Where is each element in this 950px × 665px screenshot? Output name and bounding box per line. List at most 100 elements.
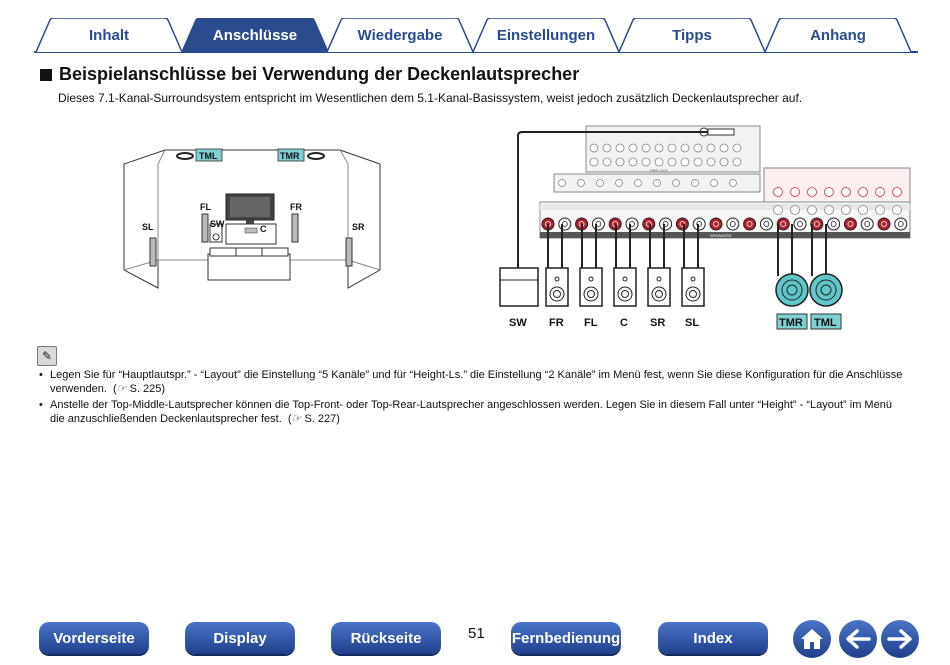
rueckseite-button[interactable]: Rückseite — [331, 622, 441, 654]
speaker-terminal — [726, 217, 740, 231]
woofer-cone — [587, 290, 595, 298]
speaker-terminal — [709, 217, 723, 231]
tab-wiedergabe[interactable]: Wiedergabe — [327, 18, 473, 52]
section-title: Beispielanschlüsse bei Verwendung der De… — [40, 64, 579, 85]
terminal-screw — [713, 221, 719, 227]
vorderseite-button[interactable]: Vorderseite — [39, 622, 149, 654]
home-icon — [801, 629, 823, 649]
subwoofer-box-icon — [499, 267, 539, 307]
forward-button[interactable] — [881, 620, 919, 658]
list-item: Legen Sie für “Hauptlautspr.” - “Layout”… — [38, 368, 908, 396]
preout-jack — [858, 205, 868, 215]
input-jack — [693, 157, 703, 167]
speaker-terminal — [759, 217, 773, 231]
tab-shape — [619, 18, 765, 52]
input-jack — [615, 157, 625, 167]
tab-shape — [765, 18, 911, 52]
speaker-label-sw: SW — [509, 317, 527, 329]
tab-inhalt[interactable]: Inhalt — [36, 18, 182, 52]
receiver-rear-panel: SPEAKERS PRE OUT — [539, 125, 911, 239]
input-jack — [680, 157, 690, 167]
input-jack — [667, 157, 677, 167]
tab-einstellungen[interactable]: Einstellungen — [473, 18, 619, 52]
sofa-icon — [207, 253, 291, 281]
speaker-label-c: C — [620, 317, 628, 329]
tab-tipps[interactable]: Tipps — [619, 18, 765, 52]
terminal-screw — [763, 221, 770, 227]
page-reference-link[interactable]: (☞ S. 225) — [109, 383, 166, 395]
speaker-terminal — [827, 217, 841, 231]
input-jack — [628, 157, 638, 167]
tab-underline — [34, 51, 918, 53]
fernbedienung-button[interactable]: Fernbedienung — [511, 622, 621, 654]
tv-screen — [230, 197, 270, 217]
terminal-screw — [813, 221, 820, 227]
tml-label: TML — [199, 151, 218, 161]
speaker-terminal — [860, 217, 874, 231]
speaker-label-sr: SR — [650, 317, 665, 329]
pencil-note-icon: ✎ — [37, 346, 57, 366]
speaker-label-sl: SL — [685, 317, 699, 329]
preout-jack — [824, 205, 834, 215]
tab-label: Inhalt — [89, 26, 129, 44]
input-jack — [634, 179, 642, 187]
subwoofer-cone — [212, 233, 220, 241]
display-button[interactable]: Display — [185, 622, 295, 654]
tweeter-icon — [588, 276, 594, 282]
preout-jack — [807, 187, 817, 197]
c-label: C — [260, 224, 267, 234]
rca-plug-icon — [707, 128, 735, 136]
preout-jack — [773, 205, 783, 215]
input-jack — [706, 157, 716, 167]
square-bullet-icon — [40, 68, 52, 81]
woofer-cone — [655, 290, 663, 298]
index-button[interactable]: Index — [658, 622, 768, 654]
speaker-terminal — [591, 217, 605, 231]
back-button[interactable] — [839, 620, 877, 658]
top-tab-bar: Inhalt Anschlüsse Wiedergabe Einstellung… — [0, 0, 950, 56]
preout-jack — [875, 205, 885, 215]
input-jack — [654, 143, 664, 153]
ceiling-speaker-tml-big-icon — [809, 273, 843, 307]
page-number: 51 — [468, 625, 485, 642]
notes-list: Legen Sie für “Hauptlautspr.” - “Layout”… — [38, 368, 908, 428]
tab-label: Anschlüsse — [212, 26, 298, 44]
pre-out-panel-label: PRE OUT — [650, 168, 668, 173]
preout-jack — [841, 187, 851, 197]
tweeter-icon — [656, 276, 662, 282]
tml-badge — [195, 148, 223, 162]
speaker-cables — [517, 131, 827, 276]
terminal-screw — [864, 221, 871, 227]
sr-label: SR — [352, 222, 365, 232]
input-jack — [672, 179, 680, 187]
reference-hand-icon: ☞ — [116, 383, 127, 395]
input-jack — [719, 157, 729, 167]
back-arrow-icon — [846, 629, 871, 649]
tab-label: Einstellungen — [496, 26, 596, 44]
input-jack — [732, 157, 742, 167]
page-reference-link[interactable]: (☞ S. 227) — [284, 413, 340, 425]
intro-text: Dieses 7.1-Kanal-Surroundsystem entspric… — [58, 91, 803, 105]
tweeter-icon — [554, 276, 560, 282]
front-left-speaker-icon — [201, 213, 209, 243]
tab-anhang[interactable]: Anhang — [765, 18, 911, 52]
speaker-terminal — [810, 217, 824, 231]
sofa-cushion — [209, 247, 237, 257]
preout-jack — [875, 187, 885, 197]
tmr-badge — [277, 148, 305, 162]
input-jack — [641, 143, 651, 153]
input-jack — [628, 143, 638, 153]
speaker-label-fl: FL — [584, 317, 598, 329]
terminal-screw — [830, 221, 837, 227]
input-jack — [589, 143, 599, 153]
preout-jack — [858, 187, 868, 197]
terminal-screw — [696, 221, 703, 227]
tab-anschluesse[interactable]: Anschlüsse — [182, 18, 328, 52]
input-jack — [558, 179, 566, 187]
speaker-terminal — [625, 217, 639, 231]
terminal-screw — [729, 221, 736, 227]
speaker-terminal — [743, 217, 757, 231]
tv-cabinet-icon — [225, 223, 277, 245]
front-right-speaker-icon — [291, 213, 299, 243]
home-button[interactable] — [793, 620, 831, 658]
